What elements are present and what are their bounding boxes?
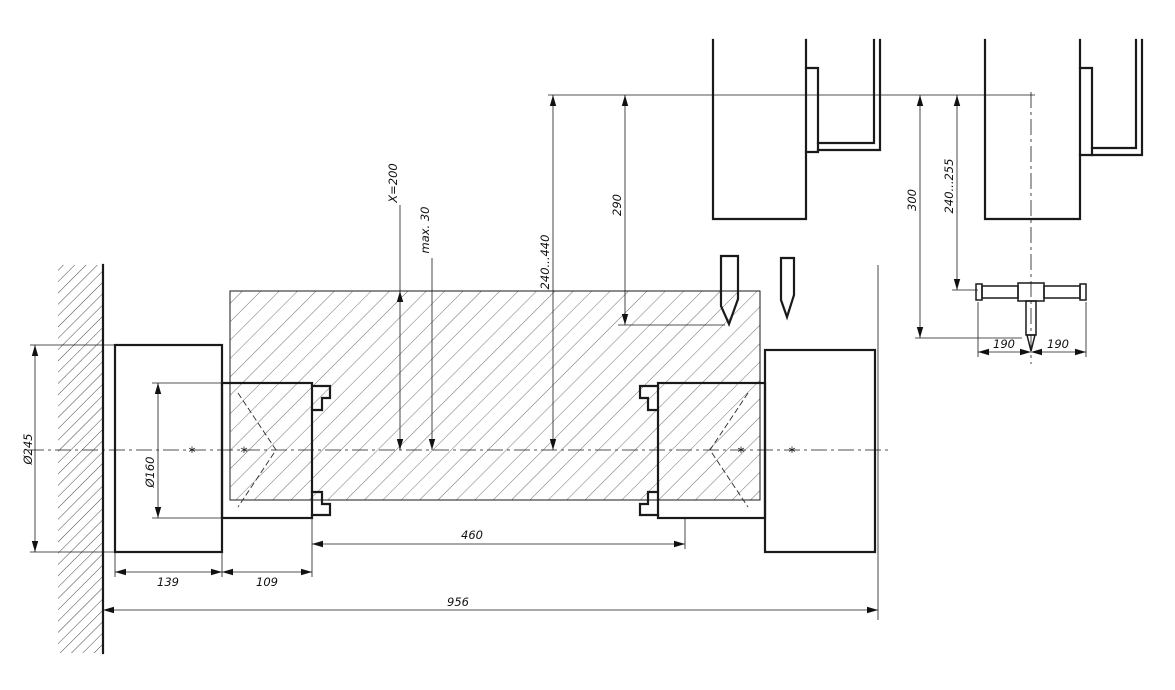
right-turret-block [983, 38, 1082, 221]
dim-label-dia245: Ø245 [21, 433, 35, 465]
right-spindle-housing [763, 348, 877, 554]
center-marks: * * * * [189, 445, 796, 461]
right-turret-clamp-bar [1078, 66, 1094, 157]
dim-label-300: 300 [905, 189, 919, 211]
wall-hatch [58, 265, 103, 653]
dim-label-460: 460 [461, 528, 483, 542]
dim-label-109: 109 [256, 575, 278, 589]
holder-right-cap [1079, 283, 1087, 301]
dim-label-x200: X=200 [386, 163, 400, 203]
center-mark-icon: * [738, 445, 745, 461]
right-turret [983, 38, 1144, 221]
cutoff-tools [719, 254, 796, 327]
left-turret-block [711, 38, 808, 221]
right-turret-inner-step [1090, 38, 1138, 150]
left-chuck-jaw-bottom [310, 490, 332, 517]
left-turret-outer-step [816, 38, 882, 152]
left-chuck-jaw-top [310, 384, 332, 412]
dim-label-190-left: 190 [993, 337, 1015, 351]
cutoff-tool-left [719, 254, 740, 327]
wall-section [58, 263, 105, 655]
dim-label-139: 139 [157, 575, 179, 589]
dimension-labels: Ø245 Ø160 139 109 460 956 X=200 max. 30 … [21, 159, 1069, 609]
dimension-lines [31, 95, 1086, 614]
dim-label-240-255: 240...255 [942, 159, 956, 214]
left-turret-clamp-bar [804, 66, 820, 154]
work-envelope [229, 290, 761, 501]
left-housing-outline [113, 343, 224, 554]
dim-label-240-440: 240...440 [538, 235, 552, 290]
work-envelope-rect [229, 290, 761, 501]
dim-label-dia160: Ø160 [143, 456, 157, 488]
left-chuck-body [220, 381, 314, 520]
dim-label-190-right: 190 [1047, 337, 1069, 351]
center-mark-icon: * [789, 445, 796, 461]
holder-right-arm [1043, 285, 1081, 299]
right-chuck-jaw-top [638, 384, 660, 412]
left-spindle-housing [113, 343, 224, 554]
center-mark-icon: * [241, 445, 248, 461]
dim-label-290: 290 [610, 194, 624, 216]
holder-left-arm [981, 285, 1019, 299]
holder-left-cap [975, 283, 983, 301]
left-turret-inner-step [816, 38, 876, 145]
left-turret [711, 38, 882, 221]
center-mark-icon: * [189, 445, 196, 461]
right-turret-outer-step [1090, 38, 1144, 157]
dim-label-max30: max. 30 [418, 207, 432, 254]
right-chuck-jaw-bottom [638, 490, 660, 517]
dim-label-956: 956 [447, 595, 469, 609]
cutoff-tool-right [779, 256, 796, 321]
right-housing-outline [763, 348, 877, 554]
